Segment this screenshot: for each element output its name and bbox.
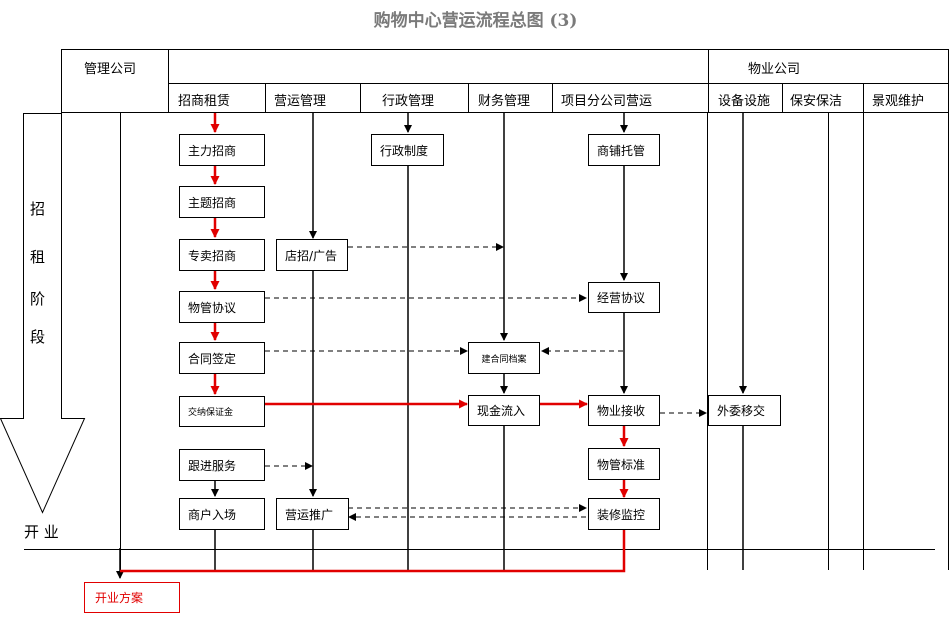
box-shop-custody: 商铺托管	[588, 134, 660, 166]
black-arrows	[116, 113, 747, 579]
box-signage-ads: 店招/广告	[276, 239, 348, 271]
header-dept-operation: 营运管理	[274, 94, 327, 109]
header-dept-finance: 财务管理	[478, 94, 531, 109]
box-pay-deposit: 交纳保证金	[179, 396, 265, 427]
phase-char-4: 段	[30, 328, 46, 346]
box-opening-plan: 开业方案	[84, 582, 180, 613]
phase-arrow	[0, 113, 86, 514]
header-dept-admin: 行政管理	[382, 94, 435, 109]
header-management-company: 管理公司	[84, 62, 137, 77]
box-operation-promotion: 营运推广	[276, 498, 349, 530]
box-outsource-handover: 外委移交	[708, 395, 781, 426]
box-operation-agreement: 经营协议	[588, 282, 660, 313]
page-title: 购物中心营运流程总图 (3)	[373, 11, 578, 31]
box-contract-archive: 建合同档案	[468, 342, 540, 374]
box-theme-leasing: 主题招商	[179, 186, 265, 218]
header-property-company: 物业公司	[748, 62, 801, 77]
box-admin-system: 行政制度	[371, 134, 444, 166]
box-follow-up: 跟进服务	[179, 449, 265, 481]
box-property-standard: 物管标准	[588, 448, 660, 480]
box-contract-signing: 合同签定	[179, 342, 265, 374]
box-property-takeover: 物业接收	[588, 395, 660, 426]
box-decoration-monitor: 装修监控	[588, 498, 660, 530]
phase-char-3: 阶	[30, 290, 46, 308]
box-property-agreement: 物管协议	[179, 291, 265, 323]
box-cash-inflow: 现金流入	[468, 395, 540, 426]
header-dept-security-cleaning: 保安保洁	[790, 94, 843, 109]
header-grid	[61, 49, 949, 113]
header-dept-branch-operation: 项目分公司营运	[561, 94, 653, 109]
box-main-leasing: 主力招商	[179, 134, 265, 166]
header-dept-leasing: 招商租赁	[178, 94, 231, 109]
phase-char-2: 租	[30, 248, 46, 266]
box-specialty-leasing: 专卖招商	[179, 239, 265, 271]
phase-opening: 开 业	[24, 523, 59, 541]
phase-char-1: 招	[30, 200, 46, 218]
header-dept-equipment: 设备设施	[718, 94, 771, 109]
box-tenant-entry: 商户入场	[179, 498, 265, 530]
header-dept-landscape: 景观维护	[872, 94, 925, 109]
red-arrows	[120, 113, 629, 573]
dashed-arrows	[238, 243, 707, 521]
